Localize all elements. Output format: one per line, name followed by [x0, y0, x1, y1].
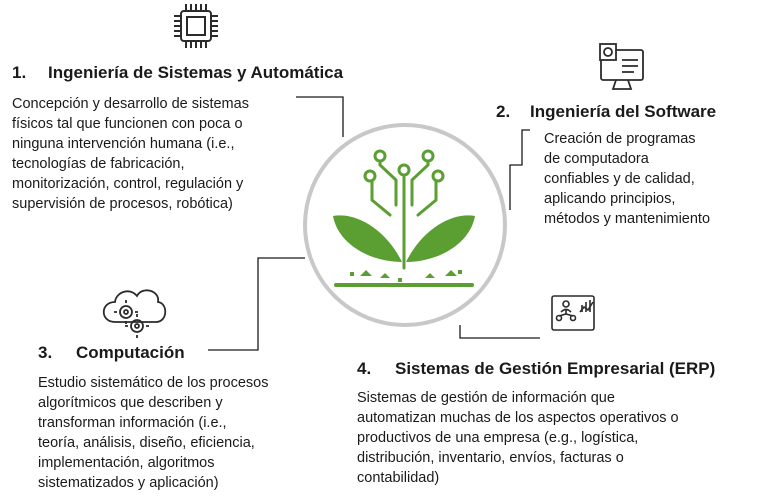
description-line: teoría, análisis, diseño, eficiencia,	[38, 435, 255, 451]
description-line: implementación, algoritmos	[38, 455, 215, 471]
section-4-heading: 4. Sistemas de Gestión Empresarial (ERP)	[357, 359, 715, 379]
connector-2	[509, 129, 530, 210]
section-2-description: Creación de programas de computadora con…	[544, 129, 710, 229]
connector-4	[459, 325, 540, 339]
section-3-heading: 3. Computación	[38, 343, 185, 363]
description-line: tecnologías de fabricación,	[12, 156, 185, 172]
description-line: sistematizados y aplicación)	[38, 475, 219, 491]
description-line: aplicando principios,	[544, 191, 676, 207]
description-line: distribución, inventario, envíos, factur…	[357, 450, 624, 466]
description-line: algorítmicos que describen y	[38, 395, 223, 411]
description-line: de computadora	[544, 151, 649, 167]
connector-1	[296, 96, 344, 137]
plant-leaves	[333, 215, 475, 282]
description-line: Creación de programas	[544, 131, 696, 147]
section-4-title: Sistemas de Gestión Empresarial (ERP)	[395, 359, 716, 378]
description-line: contabilidad)	[357, 470, 440, 486]
description-line: físicos tal que funcionen con poca o	[12, 116, 243, 132]
section-1-number: 1.	[12, 63, 27, 82]
description-line: supervisión de procesos, robótica)	[12, 196, 233, 212]
section-2-number: 2.	[496, 102, 511, 121]
section-3-description: Estudio sistemático de los procesos algo…	[38, 373, 269, 493]
description-line: productivos de una empresa (e.g., logíst…	[357, 430, 639, 446]
section-4-description: Sistemas de gestión de información que a…	[357, 388, 679, 488]
circuit-plant-icon	[334, 149, 474, 287]
description-line: Sistemas de gestión de información que	[357, 390, 615, 406]
section-1-heading: 1. Ingeniería de Sistemas y Automática	[12, 63, 343, 83]
connector-3	[208, 257, 305, 351]
section-3-title: Computación	[76, 343, 185, 362]
section-4-number: 4.	[357, 359, 372, 378]
description-line: transforman información (i.e.,	[38, 415, 227, 431]
section-2-title: Ingeniería del Software	[530, 102, 717, 121]
description-line: Estudio sistemático de los procesos	[38, 375, 269, 391]
section-1-title: Ingeniería de Sistemas y Automática	[48, 63, 344, 82]
section-3-number: 3.	[38, 343, 53, 362]
description-line: Concepción y desarrollo de sistemas	[12, 96, 249, 112]
description-line: monitorización, control, regulación y	[12, 176, 244, 192]
section-2-heading: 2. Ingeniería del Software	[496, 102, 716, 122]
description-line: métodos y mantenimiento	[544, 211, 711, 227]
description-line: confiables y de calidad,	[544, 171, 695, 187]
description-line: ninguna intervención humana (i.e.,	[12, 136, 235, 152]
section-1-description: Concepción y desarrollo de sistemas físi…	[12, 94, 249, 214]
description-line: automatizan muchas de los aspectos opera…	[357, 410, 679, 426]
